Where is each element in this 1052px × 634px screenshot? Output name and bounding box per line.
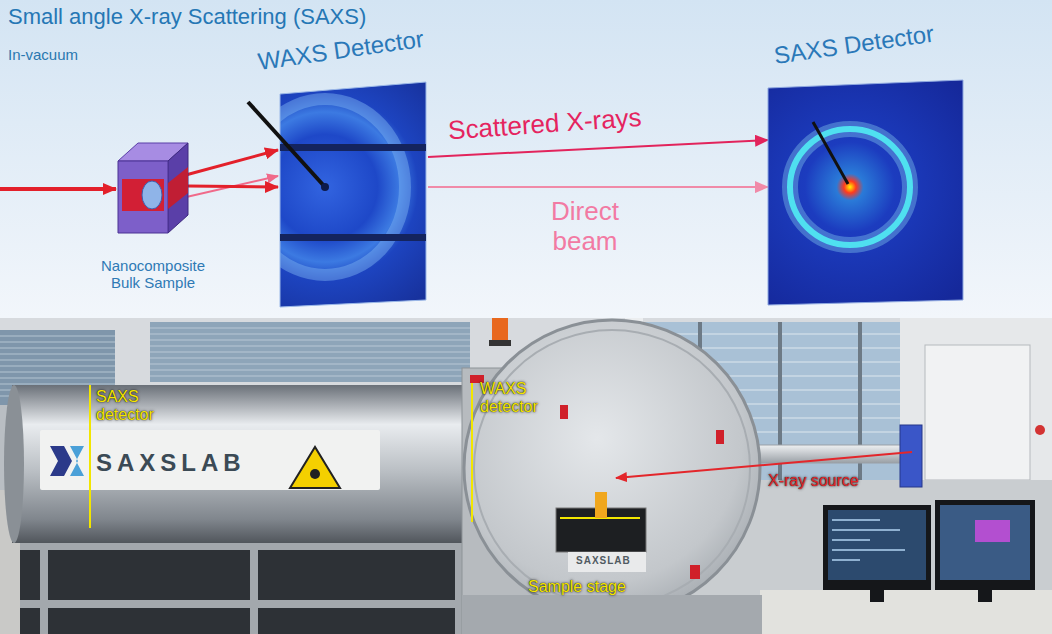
logo-mark: [50, 446, 72, 476]
saxs-detector-art: [768, 80, 963, 305]
sample-chamber: [568, 552, 646, 572]
detector-art: [790, 129, 910, 245]
flight-tube: [12, 385, 472, 543]
annotation-marks: [471, 383, 473, 522]
monitors: [940, 505, 1030, 580]
sample-chamber: [560, 405, 568, 419]
beam-arrows: [0, 187, 116, 191]
waxs-detector: WAXS Detector: [278, 82, 428, 307]
monitors: [975, 520, 1010, 542]
annotation-marks: [89, 385, 91, 528]
beam-label: Direct beam: [520, 197, 650, 257]
sample-chamber: [464, 320, 760, 616]
detector-art: [142, 181, 162, 209]
part-label: Sample stage: [528, 578, 626, 596]
detector-art: [278, 234, 428, 241]
radiation-sign: [310, 469, 320, 479]
monitors: [823, 505, 931, 590]
detector-art: [248, 102, 325, 187]
beam-arrows: [182, 150, 278, 176]
monitors: [832, 520, 905, 560]
waxs-detector-art: [278, 82, 428, 307]
support-frame: [40, 540, 48, 634]
sample-chamber: [474, 330, 750, 606]
node-label: Nanocomposite Bulk Sample: [88, 257, 218, 292]
monitors: [828, 510, 926, 580]
support-frame: [20, 600, 470, 608]
detector-art: [245, 99, 428, 275]
subtitle-note: In-vacuum: [8, 46, 78, 63]
sample-cube-art: [118, 143, 188, 235]
detector-art: [278, 144, 428, 151]
flight-tube: [4, 385, 24, 543]
brand-logo: SAXSLAB: [576, 555, 631, 567]
sample-chamber: [462, 320, 762, 634]
right-wall: [1035, 425, 1045, 435]
window-blinds: [150, 322, 470, 382]
radiation-sign: [290, 447, 340, 488]
detector-art: [321, 183, 329, 191]
logo-mark: [70, 446, 84, 476]
support-frame: [20, 535, 470, 634]
detector-art: [168, 167, 188, 209]
diagram-title: Small angle X-ray Scattering (SAXS): [8, 4, 366, 29]
top-panel-background: [0, 0, 1052, 318]
beam-connector: [428, 186, 768, 188]
part-label: SAXS detector: [96, 388, 186, 425]
brand-logo: SAXSLAB: [96, 449, 246, 477]
saxs-detector: SAXS Detector: [768, 80, 963, 305]
annotation-marks: [616, 452, 912, 478]
detector-art: [118, 161, 168, 233]
detector-art: [168, 143, 188, 233]
support-frame: [250, 540, 258, 634]
beam-connector: [188, 186, 278, 187]
monitors: [978, 590, 992, 602]
detector-art: [790, 129, 910, 245]
detector-art: [245, 99, 405, 275]
detector-art: [790, 129, 910, 245]
monitors: [823, 500, 1035, 602]
beam-arrows: [182, 176, 278, 198]
desk: [760, 590, 1052, 634]
sample-chamber: [462, 595, 762, 634]
detector-art: [122, 179, 164, 211]
sample-cube: Nanocomposite Bulk Sample: [118, 143, 188, 235]
monitors: [870, 590, 884, 602]
flight-tube: [4, 385, 472, 543]
annotation-marks: [595, 492, 607, 518]
top-panel-background: [0, 0, 1052, 318]
beam-pipe: [900, 425, 922, 487]
lab-photo: [0, 318, 1052, 634]
right-wall: [925, 345, 1030, 480]
part-label: WAXS detector: [480, 380, 570, 417]
window-blinds: [150, 328, 470, 376]
monitors: [935, 500, 1035, 590]
warning-beacon: [489, 318, 511, 346]
sample-chamber: [716, 430, 724, 444]
lab-photo: [0, 318, 1052, 634]
warning-beacon: [492, 318, 508, 340]
warning-beacon: [489, 340, 511, 346]
detector-art: [768, 80, 963, 305]
detector-art: [813, 122, 848, 184]
support-frame: [20, 535, 470, 634]
sample-chamber: [690, 565, 700, 579]
part-label: X-ray source: [768, 472, 859, 490]
